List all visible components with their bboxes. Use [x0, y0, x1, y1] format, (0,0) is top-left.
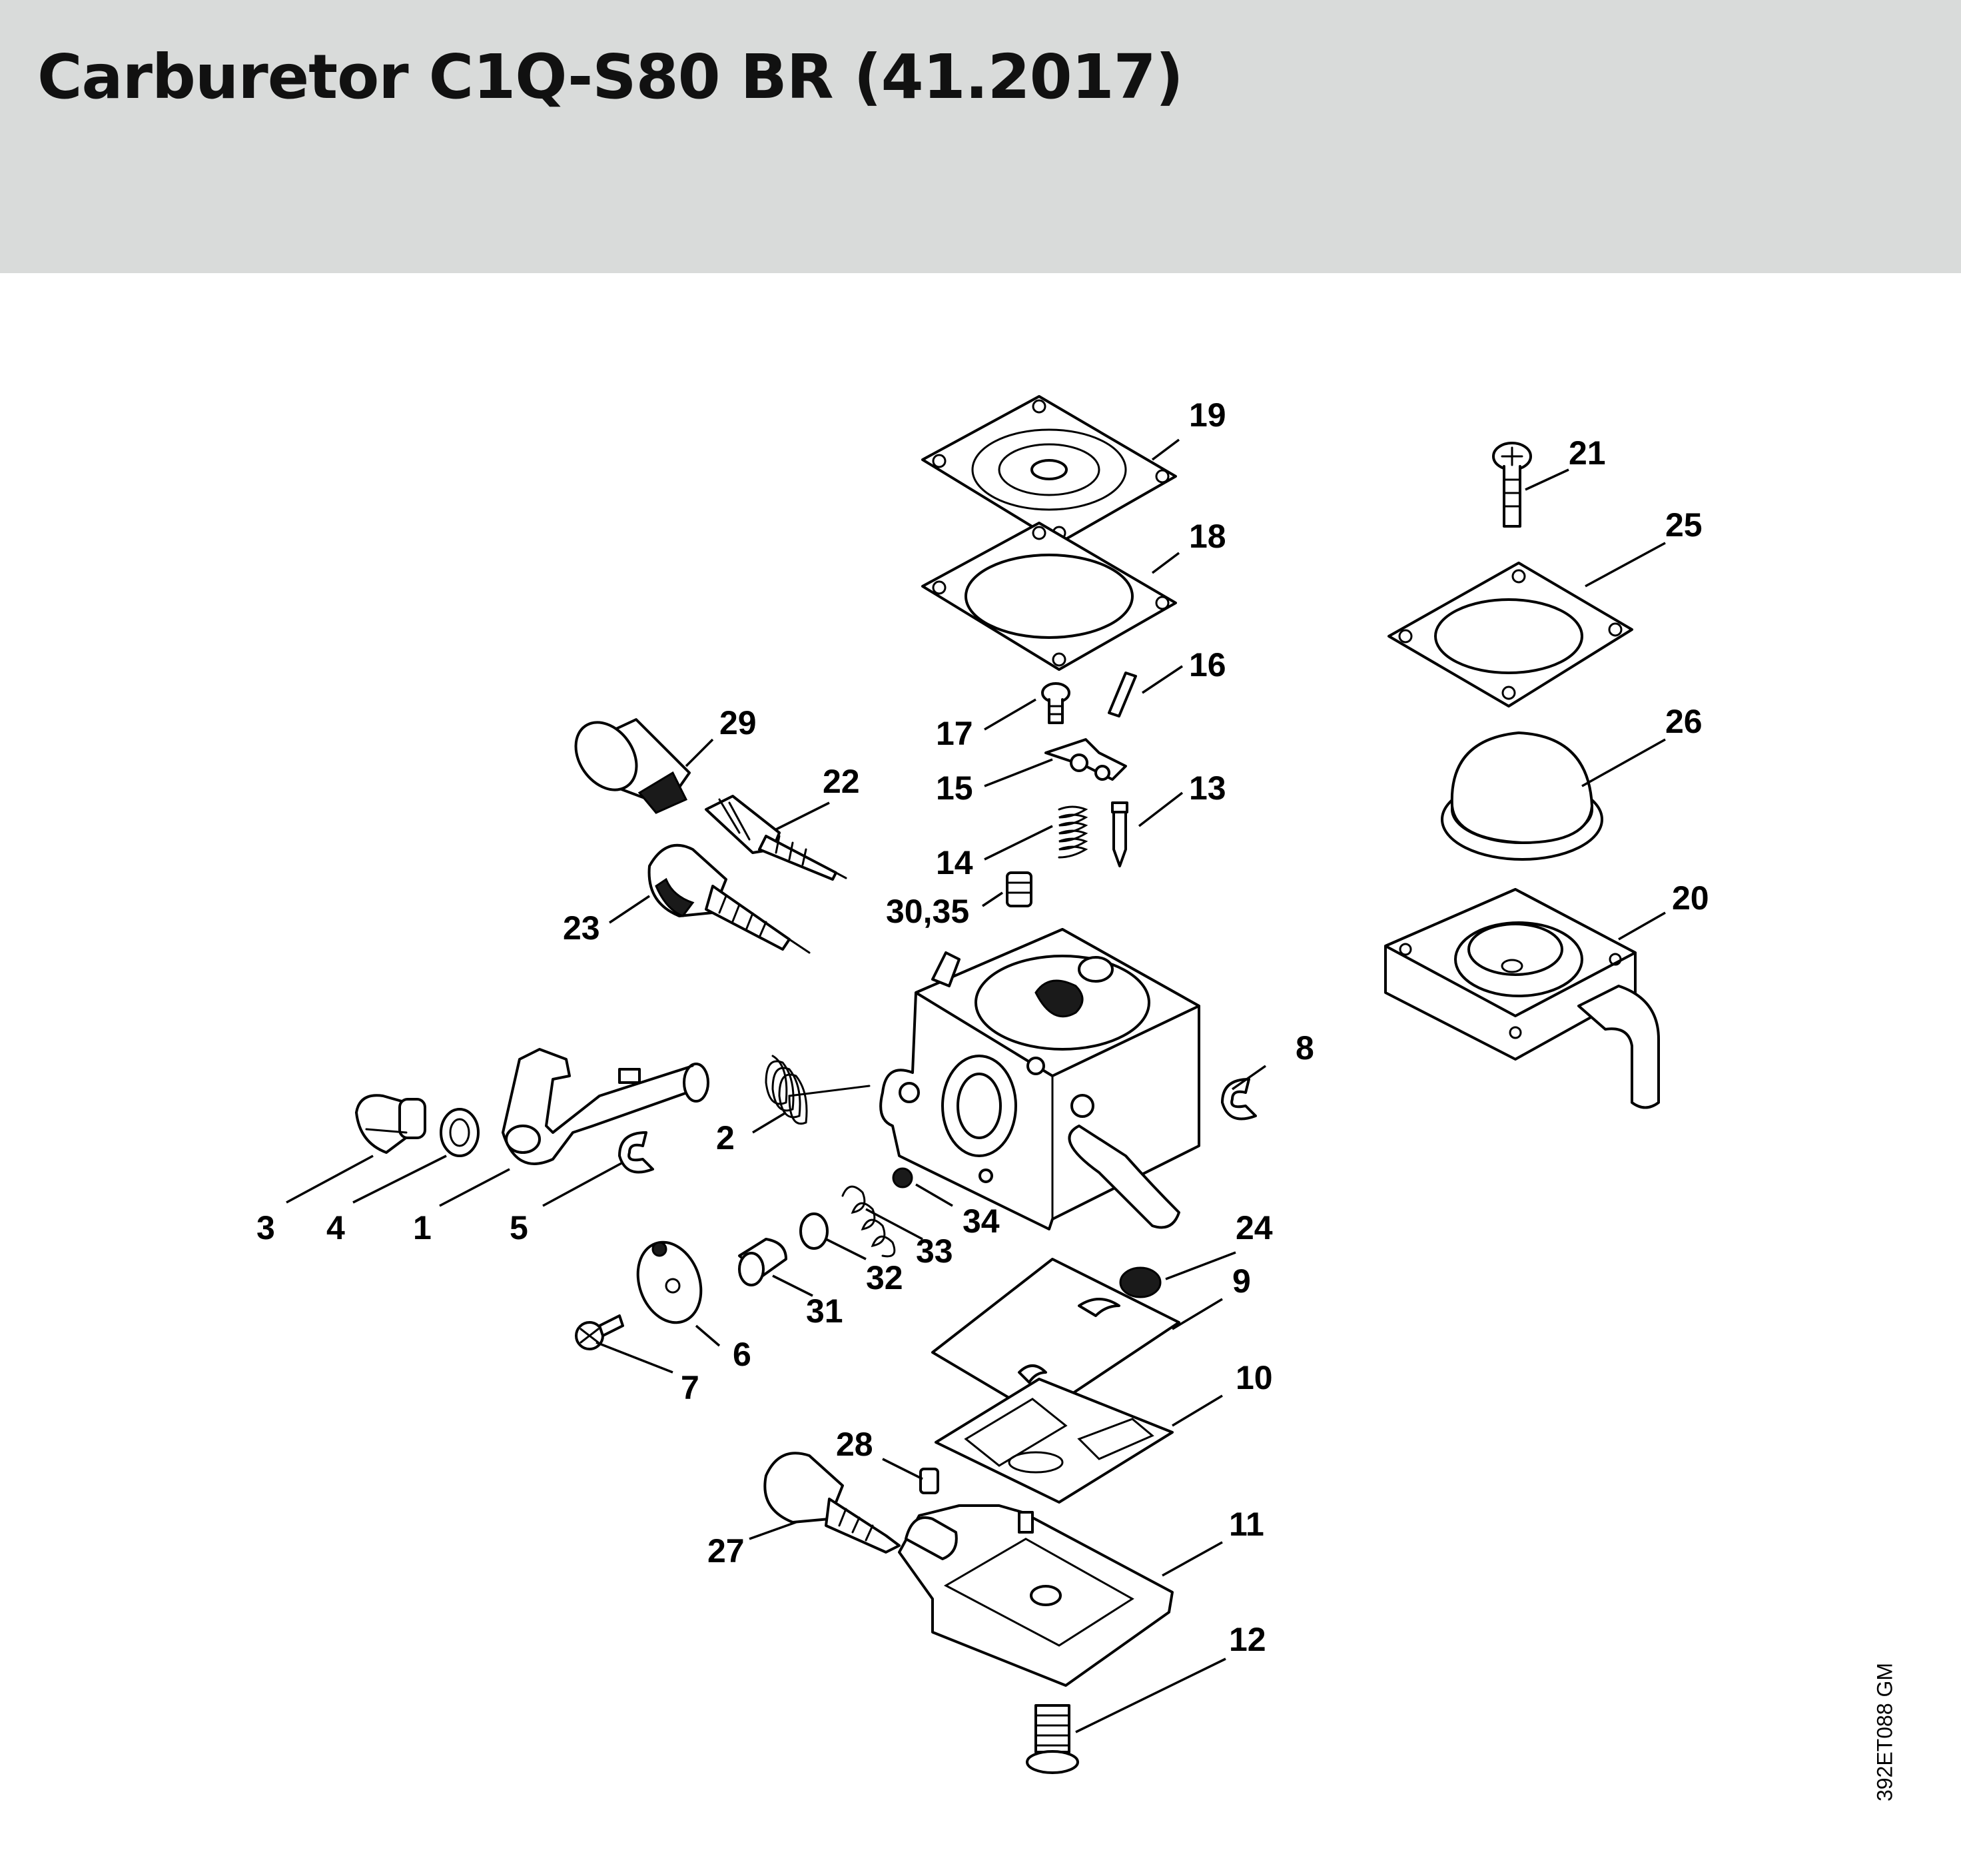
- callout-15: 15: [936, 769, 973, 807]
- callout-20: 20: [1672, 879, 1709, 917]
- callout-6: 6: [733, 1336, 751, 1373]
- callout-2: 2: [716, 1119, 735, 1157]
- callout-9: 9: [1232, 1262, 1251, 1300]
- part-34-screen[interactable]: [892, 1167, 913, 1188]
- part-23-adjusting-screw[interactable]: [647, 843, 811, 954]
- callout-26: 26: [1665, 703, 1703, 740]
- part-26-primer-bulb[interactable]: [1441, 731, 1603, 861]
- callout-29: 29: [719, 704, 757, 741]
- part-4-washer[interactable]: [440, 1108, 480, 1157]
- callout-28: 28: [836, 1426, 873, 1463]
- part-2-spring[interactable]: [765, 1055, 871, 1125]
- callout-16: 16: [1189, 646, 1226, 684]
- part-33-spring[interactable]: [841, 1185, 896, 1258]
- callout-18: 18: [1189, 518, 1226, 555]
- part-1-throttle-shaft[interactable]: [502, 1048, 709, 1165]
- callout-17: 17: [936, 715, 973, 752]
- callout-27: 27: [707, 1532, 745, 1570]
- callout-13: 13: [1189, 769, 1226, 807]
- part-31-plug[interactable]: [738, 1238, 787, 1286]
- header-band: [0, 0, 1961, 273]
- callout-14: 14: [936, 844, 973, 881]
- part-9-pump-diaphragm[interactable]: [931, 1258, 1180, 1417]
- callout-3: 3: [256, 1209, 275, 1246]
- part-12-screw[interactable]: [1026, 1704, 1079, 1774]
- callout-34: 34: [963, 1202, 1000, 1240]
- part-14-spring[interactable]: [1058, 805, 1088, 859]
- page-title: Carburetor C1Q-S80 BR (41.2017): [37, 41, 1184, 113]
- callout-8: 8: [1296, 1029, 1314, 1067]
- callout-labels: 19 18 16 17 15 13 14 30,35 29 22 23 21 2…: [256, 396, 1709, 1658]
- callout-5: 5: [510, 1209, 528, 1246]
- callout-19: 19: [1189, 396, 1226, 434]
- part-16-pin[interactable]: [1108, 672, 1137, 717]
- part-6-throttle-shutter[interactable]: [627, 1233, 712, 1331]
- callout-24: 24: [1236, 1209, 1273, 1246]
- part-24-strainer[interactable]: [1119, 1266, 1162, 1298]
- part-21-screw[interactable]: [1492, 442, 1532, 528]
- callout-33: 33: [916, 1232, 953, 1270]
- part-20-pump-housing[interactable]: [1384, 888, 1660, 1109]
- part-13-inlet-needle[interactable]: [1111, 801, 1128, 867]
- part-3-swivel[interactable]: [355, 1094, 426, 1154]
- leader-lines: [286, 438, 1666, 1733]
- part-10-gasket[interactable]: [935, 1378, 1174, 1504]
- callout-32: 32: [866, 1259, 903, 1296]
- part-5-e-clip[interactable]: [618, 1131, 654, 1174]
- callout-22: 22: [823, 763, 860, 800]
- carburetor-body: [879, 928, 1200, 1230]
- part-30-35-plug[interactable]: [1006, 871, 1032, 907]
- part-8-e-clip[interactable]: [1221, 1078, 1257, 1121]
- drawing-code: 392ET088 GM: [1872, 1662, 1897, 1802]
- part-7-screw[interactable]: [575, 1314, 624, 1350]
- part-17-screw[interactable]: [1041, 682, 1070, 724]
- callout-1: 1: [413, 1209, 432, 1246]
- callout-25: 25: [1665, 506, 1703, 544]
- part-11-pump-cover[interactable]: [898, 1504, 1174, 1687]
- callout-23: 23: [563, 909, 600, 947]
- part-27-adjusting-screw[interactable]: [763, 1452, 901, 1554]
- part-28-valve[interactable]: [919, 1468, 939, 1494]
- callout-30-35: 30,35: [886, 893, 969, 930]
- callout-11: 11: [1229, 1506, 1264, 1543]
- callout-4: 4: [326, 1209, 345, 1246]
- part-19-diaphragm[interactable]: [921, 395, 1177, 544]
- part-25-gasket[interactable]: [1387, 562, 1633, 707]
- part-22-adjusting-screw[interactable]: [705, 795, 847, 881]
- callout-31: 31: [806, 1292, 843, 1330]
- part-15-lever[interactable]: [1044, 738, 1127, 781]
- part-32-o-ring[interactable]: [799, 1212, 829, 1250]
- part-18-gasket[interactable]: [921, 522, 1177, 671]
- callout-10: 10: [1236, 1359, 1273, 1396]
- callout-12: 12: [1229, 1621, 1266, 1658]
- callout-21: 21: [1569, 434, 1606, 472]
- callout-7: 7: [681, 1369, 699, 1406]
- part-29-limiter-cap[interactable]: [564, 711, 691, 814]
